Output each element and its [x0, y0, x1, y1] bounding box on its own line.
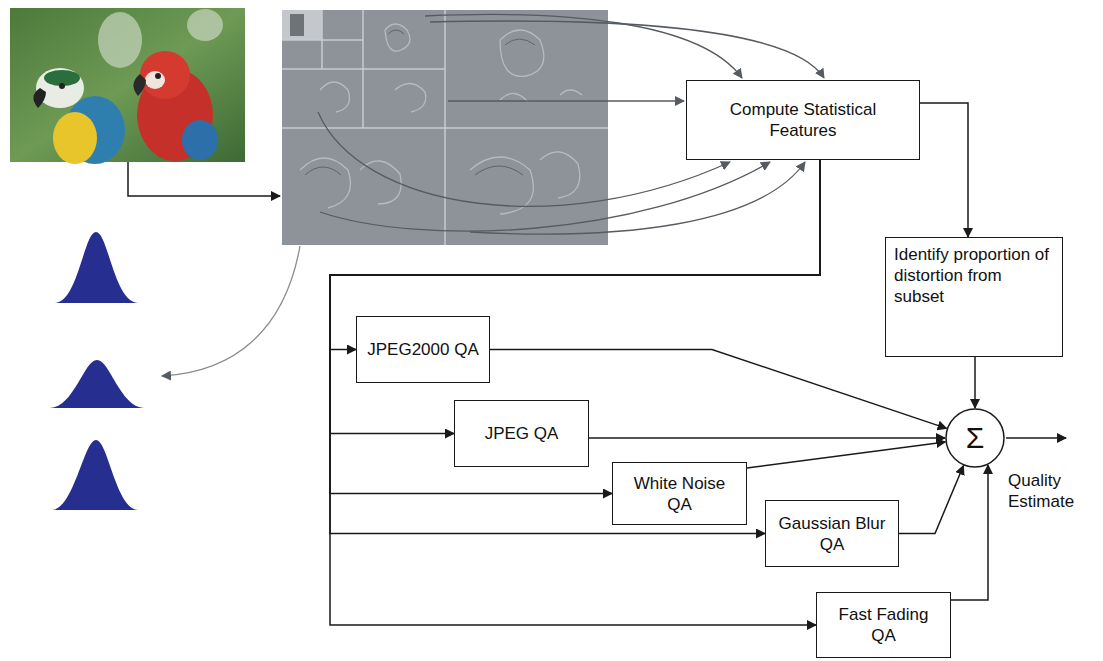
text-stack: Fast Fading QA	[825, 604, 942, 646]
box-label: JPEG2000 QA	[367, 339, 479, 360]
flow-connector	[920, 103, 968, 237]
circle-shape	[946, 409, 1004, 467]
flow-connector	[899, 466, 963, 534]
text-stack: Identify proportion of distortion from s…	[894, 244, 1054, 307]
yellow-breast	[53, 112, 97, 164]
box-label: Gaussian Blur QA	[774, 513, 890, 555]
parrot-beak	[33, 88, 46, 108]
subband-arrow	[430, 21, 824, 78]
subband-arrow	[470, 162, 805, 234]
edge-contours	[300, 24, 582, 214]
photo-background	[10, 8, 245, 162]
flow-connector	[330, 160, 820, 625]
blur-feathers	[98, 12, 142, 68]
flow-connector	[747, 442, 945, 468]
parrot-photo	[10, 8, 245, 164]
wavelet-decomposition	[282, 10, 608, 245]
histogram	[10, 232, 185, 303]
subband-arrow	[320, 162, 770, 231]
histogram	[10, 440, 180, 510]
red-parrot-head	[140, 51, 190, 99]
red-parrot-eye	[155, 73, 161, 79]
process-box: Identify proportion of distortion from s…	[885, 237, 1063, 357]
operator-symbol: Σ	[966, 423, 985, 453]
text-stack: Gaussian Blur QA	[774, 513, 890, 555]
box-label: Fast Fading QA	[825, 604, 942, 646]
histograms	[10, 232, 195, 510]
summation-circle: Σ	[945, 408, 1005, 468]
subband-arrow	[318, 112, 730, 206]
subband-arrow	[425, 14, 742, 78]
red-parrot-beak	[133, 74, 146, 96]
parrot-face	[36, 68, 84, 108]
blur-feathers	[187, 9, 223, 41]
qa-box: Gaussian Blur QA	[765, 500, 899, 567]
box-label: Identify proportion of distortion from s…	[894, 244, 1054, 307]
process-box: Compute Statistical Features	[686, 80, 920, 160]
histogram	[10, 360, 195, 408]
text-stack: Compute Statistical Features	[695, 99, 911, 141]
qa-box: JPEG QA	[454, 400, 589, 467]
text-stack: White Noise QA	[621, 473, 738, 515]
subband-borders	[282, 10, 608, 245]
text-stack: JPEG2000 QA	[367, 339, 479, 360]
box-label: Compute Statistical Features	[695, 99, 911, 141]
qa-box: White Noise QA	[612, 462, 747, 525]
approximation-detail	[290, 14, 304, 36]
flow-connector	[974, 357, 976, 408]
histogram-pointer	[162, 246, 300, 376]
red-parrot-wing	[182, 120, 218, 160]
red-parrot-face	[145, 71, 165, 89]
subband-ground	[282, 10, 608, 245]
box-label: White Noise QA	[621, 473, 738, 515]
box-label: JPEG QA	[485, 423, 559, 444]
approximation-band	[282, 10, 322, 40]
qa-box: JPEG2000 QA	[356, 316, 490, 383]
flow-connector	[330, 160, 820, 494]
qa-box: Fast Fading QA	[816, 592, 951, 658]
output-label: Quality Estimate	[1008, 470, 1100, 512]
text-stack: JPEG QA	[485, 423, 559, 444]
parrot-eye	[59, 83, 65, 89]
flow-connector	[951, 465, 988, 600]
flow-connector	[589, 437, 945, 439]
subband-arrow	[448, 100, 684, 101]
output-arrow	[1006, 437, 1066, 439]
flow-connector	[330, 160, 820, 434]
flow-connector	[330, 160, 820, 534]
text-stack: Σ	[966, 423, 985, 453]
edge-contours-dark	[305, 30, 535, 175]
flow-arrow	[128, 162, 280, 196]
